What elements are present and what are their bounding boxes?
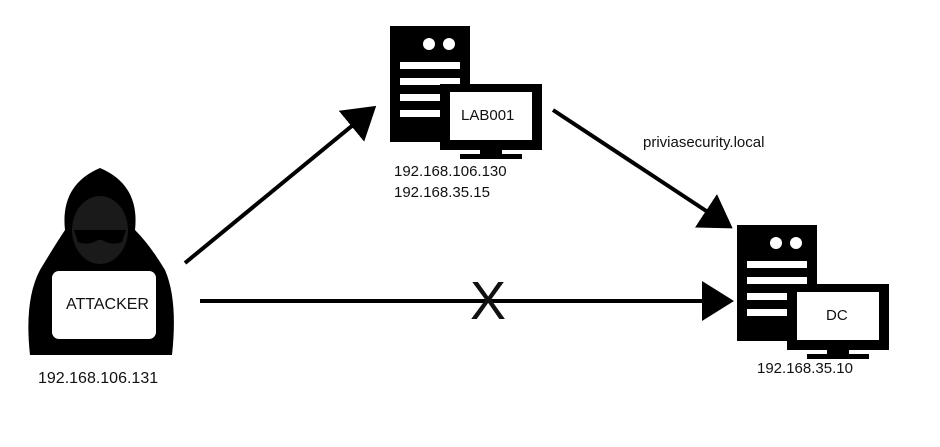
dc-label: DC: [826, 307, 848, 324]
dc-monitor-icon: [787, 284, 889, 359]
lab-ip-2: 192.168.35.15: [394, 184, 490, 201]
blocked-x-mark: X: [470, 271, 507, 331]
lab-label: LAB001: [461, 107, 515, 124]
hacker-icon: [28, 168, 174, 355]
lab-ip-1: 192.168.106.130: [394, 163, 507, 180]
dc-ip: 192.168.35.10: [757, 360, 853, 377]
arrow-lab-to-dc: [551, 108, 733, 229]
domain-label: priviasecurity.local: [643, 134, 765, 151]
lab-monitor-icon: [440, 84, 542, 159]
attacker-ip: 192.168.106.131: [38, 370, 159, 387]
attacker-label: ATTACKER: [66, 296, 149, 313]
arrow-attacker-to-lab: [183, 105, 377, 265]
